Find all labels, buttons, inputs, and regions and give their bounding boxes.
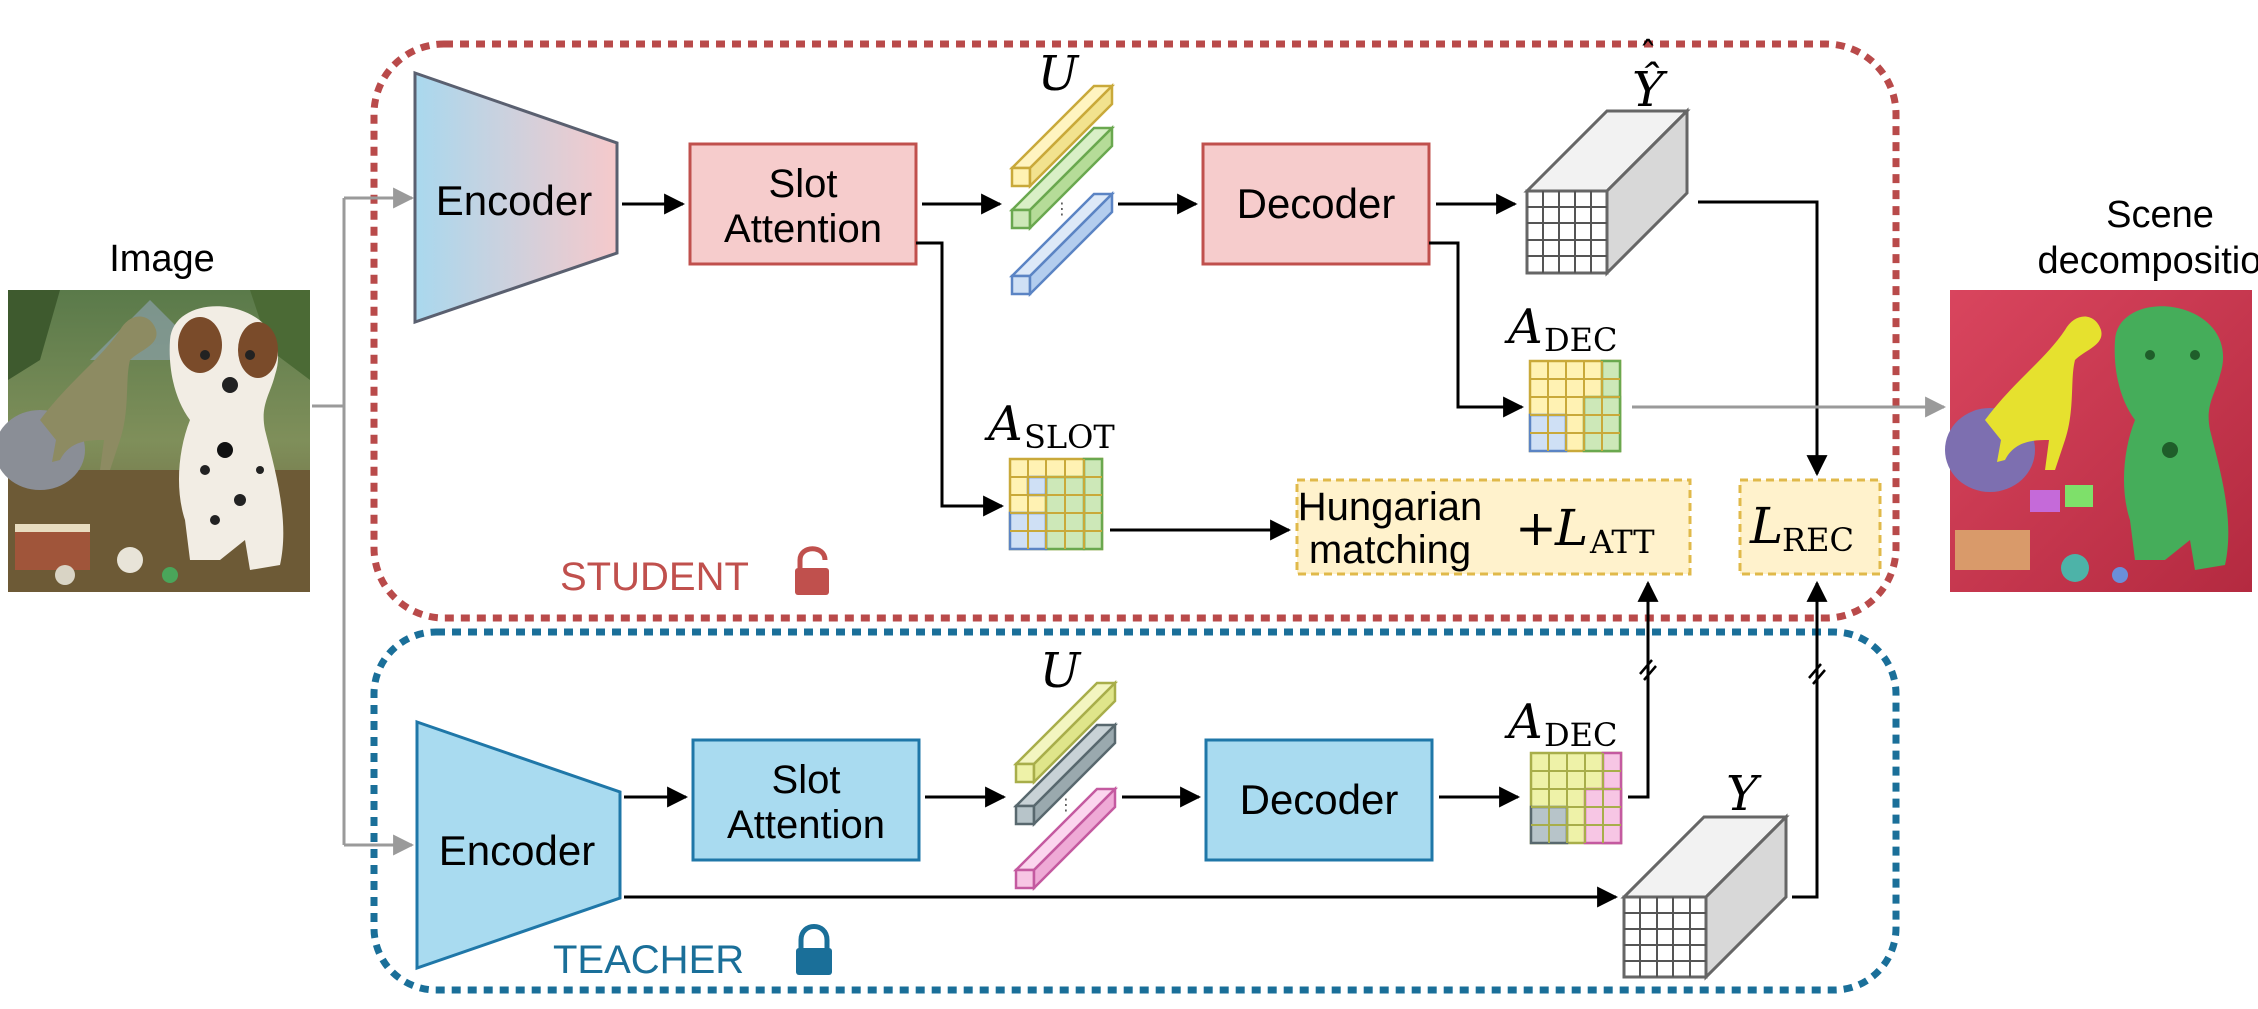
scene-decomposition-image [1945, 290, 2252, 592]
svg-text:L: L [1749, 497, 1783, 555]
student-slot-green [1008, 124, 1116, 232]
student-group-border [370, 40, 1900, 622]
teacher-target-cube [1620, 813, 1790, 981]
student-a-dec-label: A DEC [1504, 299, 1618, 359]
output-label-line2: decomposition [2037, 240, 2258, 282]
svg-text:+: + [1515, 499, 1557, 557]
teacher-decoder [1204, 738, 1434, 862]
hungarian-line2: matching [1309, 528, 1471, 572]
teacher-slots-symbol: U [1040, 643, 1082, 699]
student-unlocked-lock-icon [795, 546, 829, 595]
svg-text:DEC: DEC [1544, 716, 1618, 754]
hungarian-line1: Hungarian [1298, 485, 1483, 529]
input-image [0, 290, 310, 592]
student-decoder-label: Decoder [1237, 180, 1396, 227]
svg-text:REC: REC [1782, 521, 1854, 559]
student-arrows [622, 193, 1828, 541]
svg-text:A: A [1504, 299, 1543, 355]
teacher-slot-vectors: ⋮ [1012, 679, 1119, 892]
l-att-label: + L ATT [1515, 499, 1655, 561]
student-label: STUDENT [560, 555, 749, 599]
input-image-label: Image [109, 238, 215, 280]
output-label-line1: Scene [2106, 194, 2214, 236]
student-slot-attention-line2: Attention [724, 207, 882, 251]
student-a-dec-mask-grid [1528, 359, 1622, 453]
l-rec-label: L REC [1749, 497, 1854, 559]
student-decoder [1201, 142, 1431, 266]
svg-text:ATT: ATT [1589, 523, 1655, 561]
teacher-locked-lock-icon [796, 924, 832, 975]
svg-text:DEC: DEC [1544, 321, 1618, 359]
student-encoder [413, 70, 619, 325]
student-a-slot-mask-grid [1008, 457, 1104, 551]
teacher-arrows [624, 580, 1828, 908]
teacher-slot-attention-line2: Attention [727, 803, 885, 847]
svg-text:A: A [1504, 694, 1543, 750]
student-slot-attention-line1: Slot [769, 162, 838, 206]
teacher-target-symbol: Y [1726, 766, 1762, 822]
teacher-slot-ellipsis: ⋮ [1058, 797, 1074, 814]
hat-accent: ˆ [1639, 36, 1657, 77]
teacher-encoder-label: Encoder [439, 827, 595, 874]
teacher-encoder [415, 719, 622, 971]
teacher-a-dec-label: A DEC [1504, 694, 1618, 754]
teacher-slot-pink [1012, 785, 1119, 892]
hungarian-matching-loss-box [1295, 478, 1692, 576]
student-a-slot-label: A SLOT [984, 396, 1115, 456]
student-slots-symbol: U [1038, 46, 1080, 102]
student-encoder-label: Encoder [436, 177, 592, 224]
svg-text:L: L [1554, 499, 1588, 557]
teacher-slot-attention [691, 738, 921, 862]
student-slot-attention [688, 142, 918, 266]
student-slot-vectors: ⋮ [1008, 82, 1116, 298]
student-slot-blue [1008, 190, 1116, 298]
student-slot-ellipsis: ⋮ [1054, 201, 1070, 218]
reconstruction-loss-box [1738, 478, 1882, 576]
teacher-slot-gray [1012, 721, 1119, 828]
teacher-decoder-label: Decoder [1240, 776, 1399, 823]
svg-text:SLOT: SLOT [1024, 418, 1115, 456]
student-reconstruction-cube [1523, 107, 1691, 277]
stop-gradient-marks [1639, 659, 1826, 685]
teacher-slot-attention-line1: Slot [772, 758, 841, 802]
teacher-label: TEACHER [553, 938, 744, 982]
svg-text:A: A [984, 396, 1023, 452]
student-reconstruction-symbol: Ŷ [1632, 60, 1668, 118]
teacher-a-dec-mask-grid [1529, 751, 1623, 845]
student-slot-yellow [1008, 82, 1116, 190]
input-routing-arrows [312, 187, 415, 856]
teacher-slot-khaki [1012, 679, 1119, 786]
